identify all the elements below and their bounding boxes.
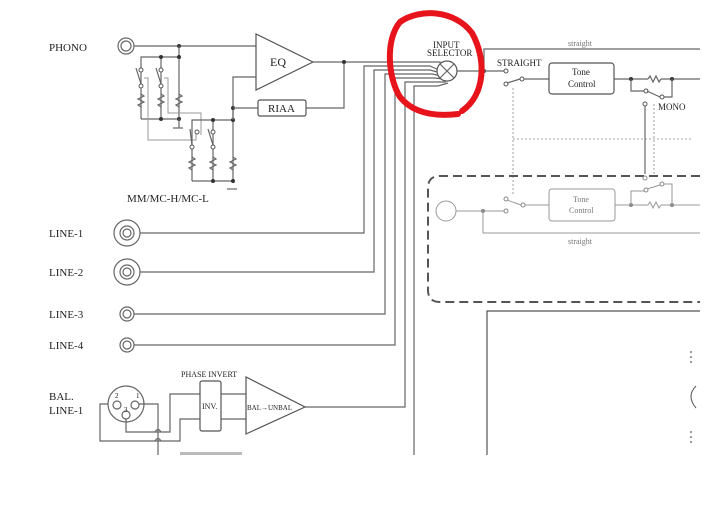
riaa-return-wire — [306, 62, 345, 109]
line2-label: LINE-2 — [49, 267, 83, 279]
line3-label: LINE-3 — [49, 309, 84, 321]
pin2-label: 2 — [115, 392, 119, 400]
partial-output-glyphs — [690, 351, 697, 443]
pin3-label: 3 — [124, 406, 128, 414]
line3-jack-icon — [119, 306, 135, 322]
phase-invert-label: PHASE INVERT — [181, 370, 237, 379]
line1-label: LINE-1 — [49, 228, 83, 240]
tone-control-line1: Tone — [572, 67, 590, 77]
xlr-connector-icon: 2 1 3 — [107, 385, 145, 423]
bal-to-unbal-amplifier — [245, 376, 307, 435]
second-tone-control-line2: Control — [569, 206, 594, 215]
selector-label-line1: INPUT — [433, 40, 460, 50]
line4-label: LINE-4 — [49, 340, 84, 352]
selector-label-line2: SELECTOR — [427, 48, 472, 58]
cartridge-load-network — [135, 46, 238, 190]
line1-jack-icon — [113, 219, 141, 247]
mono-circuit — [512, 74, 700, 196]
bal-to-unbal-label: BAL→UNBAL — [247, 404, 292, 412]
straight-route-label: straight — [568, 39, 593, 48]
second-tone-control-block — [548, 188, 616, 222]
second-channel-circuit — [435, 175, 700, 234]
input-bus-wires — [134, 61, 449, 455]
truncated-label — [180, 452, 242, 455]
feedback-wire — [232, 76, 256, 120]
straight-switch-icon — [484, 68, 549, 87]
cartridge-select-label: MM/MC-H/MC-L — [127, 193, 209, 205]
riaa-label: RIAA — [268, 103, 295, 115]
channel-group-dashed-border — [427, 175, 700, 303]
line4-jack-icon — [119, 337, 135, 353]
mono-label: MONO — [658, 102, 686, 112]
phono-jack-icon — [117, 37, 135, 55]
highlight-circle-annotation — [386, 10, 485, 118]
pin1-label: 1 — [136, 392, 140, 400]
bal-line1-label-b: LINE-1 — [49, 405, 83, 417]
eq-label: EQ — [270, 55, 286, 69]
inv-label: INV. — [202, 402, 217, 411]
phase-invert-block — [199, 380, 222, 432]
second-straight-route-label: straight — [568, 237, 593, 246]
line2-jack-icon — [113, 258, 141, 286]
balanced-wires — [99, 393, 246, 455]
straight-switch-label: STRAIGHT — [497, 58, 542, 68]
phono-label: PHONO — [49, 42, 87, 54]
junction-dot — [342, 60, 346, 64]
eq-amplifier — [255, 33, 315, 91]
bal-line1-label-a: BAL. — [49, 391, 74, 403]
output-section-border — [486, 310, 700, 455]
second-tone-control-line1: Tone — [573, 195, 589, 204]
tone-control-line2: Control — [568, 79, 596, 89]
input-selector-icon — [436, 60, 458, 82]
